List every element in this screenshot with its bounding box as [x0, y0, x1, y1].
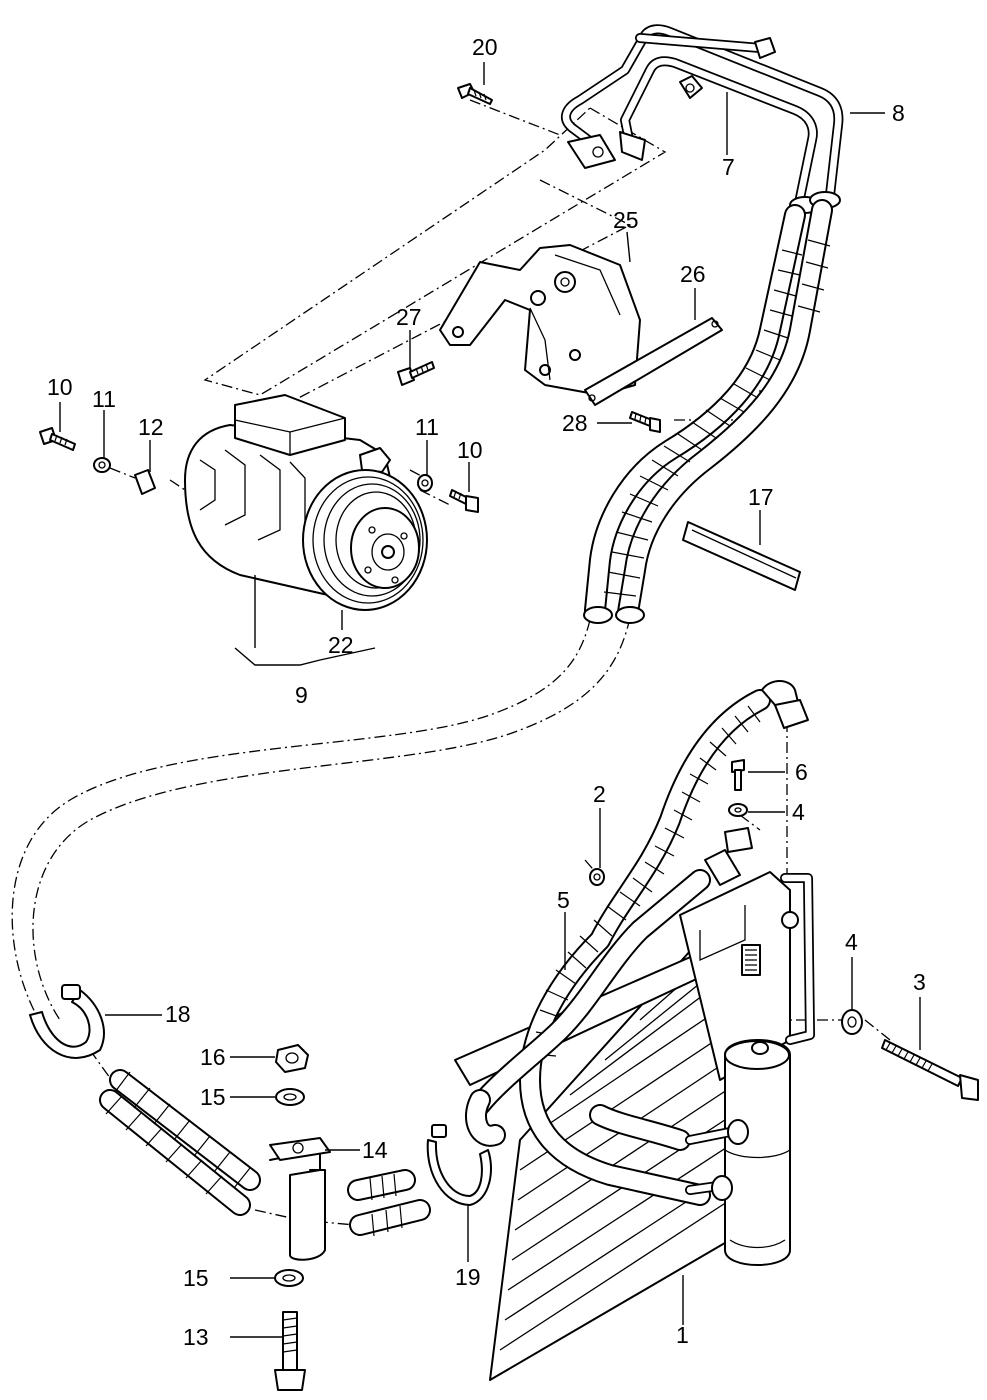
- bracket-25: [439, 244, 641, 396]
- bolt-27: [397, 361, 435, 386]
- label-part-1: 1: [676, 1322, 689, 1348]
- label-part-14: 14: [362, 1137, 388, 1163]
- compressor-fasteners-right: [417, 474, 479, 513]
- strap-26: [584, 317, 723, 406]
- compressor-fasteners-left: [39, 427, 156, 495]
- bolt-20: [457, 83, 493, 105]
- lower-hose-section: [29, 984, 506, 1237]
- label-part-7: 7: [722, 154, 735, 180]
- label-part-27: 27: [396, 304, 422, 330]
- part-labels: 20 7 8 25 26 27 28 17 10 11 12 11 10 22 …: [47, 34, 926, 1350]
- label-part-6: 6: [795, 759, 808, 785]
- label-part-10-left: 10: [47, 374, 73, 400]
- ribbed-hoses: [583, 199, 833, 624]
- label-part-2: 2: [593, 781, 606, 807]
- label-part-3: 3: [913, 969, 926, 995]
- label-part-8: 8: [892, 100, 905, 126]
- label-part-22: 22: [328, 632, 354, 658]
- label-part-15-bottom: 15: [183, 1265, 209, 1291]
- small-fasteners-right: [589, 759, 863, 1035]
- label-part-15-top: 15: [200, 1084, 226, 1110]
- label-part-5: 5: [557, 887, 570, 913]
- label-part-11-left: 11: [92, 386, 116, 412]
- label-part-9: 9: [295, 682, 308, 708]
- bolt-3: [881, 1039, 979, 1101]
- label-part-28: 28: [562, 410, 588, 436]
- label-part-18: 18: [165, 1001, 191, 1027]
- hose-bracket-14: [269, 1137, 331, 1261]
- label-part-26: 26: [680, 261, 706, 287]
- compressor-9: [184, 394, 428, 611]
- condenser-1: [454, 871, 791, 1381]
- label-part-11-right: 11: [415, 414, 439, 440]
- label-part-20: 20: [472, 34, 498, 60]
- label-part-4-right: 4: [845, 929, 858, 955]
- label-part-10-right: 10: [457, 437, 483, 463]
- fasteners-13-15-16: [274, 1044, 309, 1391]
- pipe-assembly-7-8: [561, 24, 844, 214]
- condenser-hoses-5: [469, 680, 815, 1206]
- label-part-13: 13: [183, 1324, 209, 1350]
- bolt-28: [629, 411, 661, 433]
- label-part-25: 25: [613, 207, 639, 233]
- label-part-12: 12: [138, 414, 164, 440]
- label-part-16: 16: [200, 1044, 226, 1070]
- label-part-19: 19: [455, 1264, 481, 1290]
- receiver-drier: [724, 1039, 791, 1266]
- leader-lines: [59, 62, 921, 1338]
- foam-strip-17: [682, 521, 801, 591]
- label-part-17: 17: [748, 484, 774, 510]
- label-part-4-top: 4: [792, 799, 805, 825]
